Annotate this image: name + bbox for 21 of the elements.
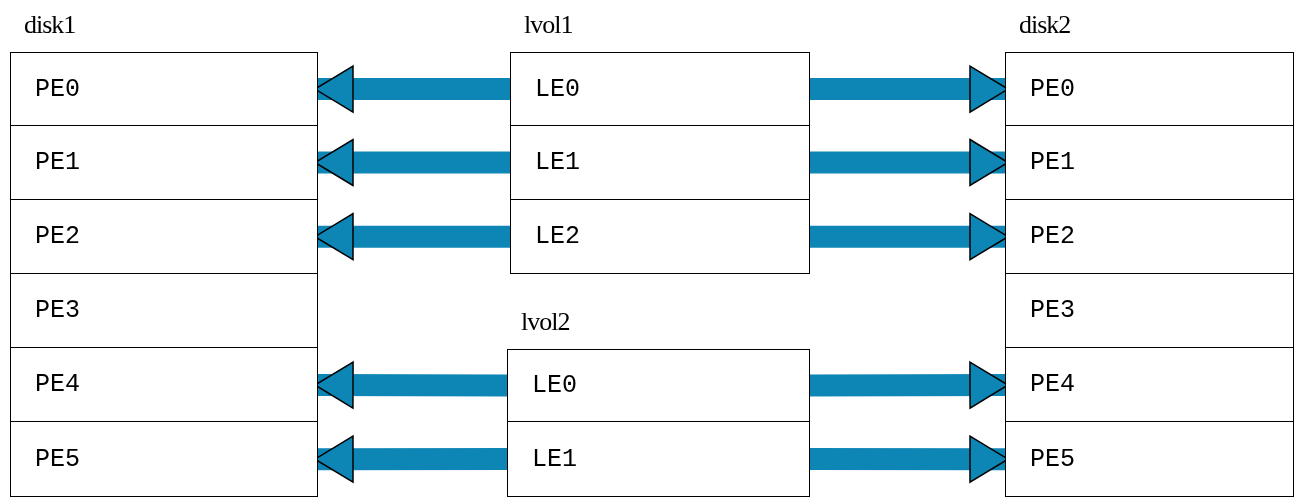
- extent-cell: PE3: [10, 273, 318, 349]
- extent-cell: PE2: [1005, 198, 1294, 275]
- column-heading: disk2: [1019, 10, 1071, 40]
- column-heading: disk1: [24, 10, 76, 40]
- column-heading: lvol2: [521, 306, 570, 337]
- extent-cell: PE5: [1005, 421, 1294, 497]
- extent-cell: PE0: [1005, 52, 1294, 127]
- extent-cell: PE4: [10, 347, 318, 423]
- extent-cell: PE5: [10, 421, 318, 497]
- column-heading: lvol1: [524, 10, 573, 40]
- extent-cell: LE1: [507, 421, 810, 497]
- extent-cell: PE1: [1005, 124, 1294, 201]
- extent-cell: PE0: [10, 52, 318, 127]
- extent-cell: LE2: [510, 198, 810, 275]
- extent-cell: PE4: [1005, 347, 1294, 423]
- extent-cell: PE2: [10, 198, 318, 275]
- extent-cell: PE1: [10, 124, 318, 201]
- extent-cell: LE0: [507, 348, 810, 423]
- extent-cell: LE1: [510, 124, 810, 201]
- extent-cell: PE3: [1005, 273, 1294, 349]
- extent-cell: LE0: [510, 52, 810, 127]
